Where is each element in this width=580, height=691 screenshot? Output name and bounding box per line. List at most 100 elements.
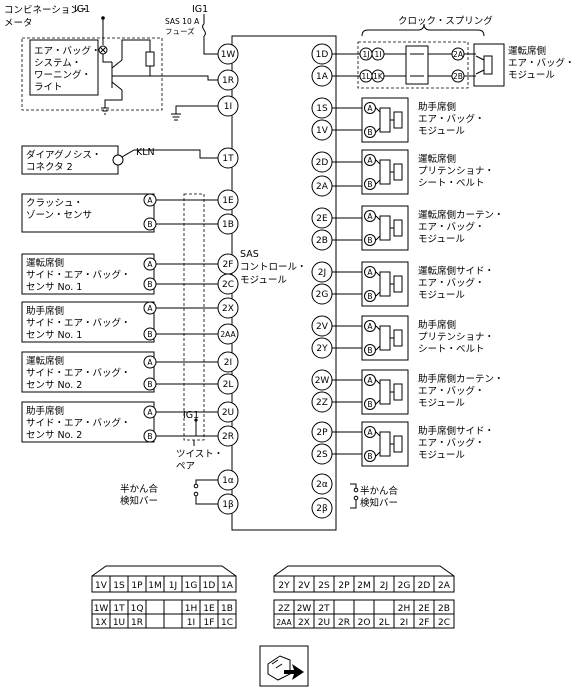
sensor-1-line-1: サイド・エア・バッグ・: [26, 269, 131, 281]
ecu-pin-10-label: 2I: [224, 358, 232, 368]
sensor-0-pin-1: B: [147, 220, 152, 229]
ecu-label-1: SAS: [240, 249, 259, 260]
clock-pin-0: 1J: [363, 50, 370, 59]
conn1-r1-6: 1D: [203, 581, 216, 591]
module-5-pin-a: A: [367, 322, 373, 331]
half-fit-right-label-1: 半かん合: [360, 485, 399, 497]
module-3-line-1: エア・バッグ・: [418, 221, 485, 233]
module-3-line-0: 運転席側カーテン・: [418, 209, 504, 221]
module-2-line-2: シート・ベルト: [418, 178, 485, 189]
clock-pin-5: 2B: [453, 72, 463, 81]
conn2-r3-0: 2AA: [276, 618, 292, 627]
clock-spring-coil: [405, 45, 429, 85]
ecu-pin-r13-label: 2Z: [316, 398, 328, 408]
ecu-label-2: コントロール・: [240, 262, 307, 273]
clock-pin-3: 1K: [373, 72, 384, 81]
sensor-4-line-0: 助手席側: [26, 405, 64, 417]
sensor-3-pin-0: A: [147, 358, 153, 367]
conn2-r2-3: 2H: [398, 604, 411, 614]
conn1-r1-2: 1P: [131, 581, 143, 591]
conn2-r3-1: 2X: [298, 618, 310, 628]
conn2-r1-0: 2Y: [278, 581, 290, 591]
resistor-icon: [145, 51, 155, 67]
sensor-2-line-1: サイド・エア・バッグ・: [26, 317, 131, 329]
module-2-line-1: プリテンショナ・: [418, 166, 494, 177]
lamp-line-2: システム・: [34, 58, 81, 69]
lamp-line-3: ワーニング・: [34, 69, 91, 81]
conn2-r3-5: 2L: [379, 618, 390, 628]
module-7-line-2: モジュール: [418, 450, 465, 461]
half-fit-right: 半かん合 検知バー: [350, 483, 399, 509]
conn1-r2-3: 1H: [185, 604, 198, 614]
sensor-0-pin-0: A: [147, 196, 153, 205]
ecu-pin-r10-label: 2V: [316, 322, 329, 332]
conn1-r3-1: 1U: [113, 618, 125, 628]
clock-pin-4: 2A: [453, 50, 464, 59]
conn1-r2-0: 1W: [94, 604, 109, 614]
module-0-line-2: モジュール: [508, 70, 555, 81]
clock-spring-outline: [357, 41, 469, 89]
conn2-r1-7: 2D: [418, 581, 431, 591]
conn2-r1-3: 2P: [338, 581, 350, 591]
fuse-icon: [202, 23, 206, 37]
module-7-pin-b: B: [367, 452, 372, 461]
diagnosis-connector-2: ダイアグノシス・ コネクタ 2 KLN: [21, 145, 218, 175]
sensor-3: 運転席側サイド・エア・バッグ・センサ No. 2AB: [21, 351, 218, 393]
sensor-0-line-1: ゾーン・センサ: [26, 210, 92, 221]
sensor-1-pin-0: A: [147, 260, 153, 269]
meter-outline: [21, 37, 163, 111]
module-0-line-1: エア・バッグ・: [508, 57, 575, 69]
conn1-r1-3: 1M: [148, 581, 162, 591]
sensor-2-pin-0: A: [147, 304, 153, 313]
module-1-pin-a: A: [367, 104, 373, 113]
sensor-4-line-2: センサ No. 2: [26, 430, 82, 441]
ecu-pin-0: [217, 43, 239, 65]
ecu-pin-r7-label: 2B: [316, 236, 328, 246]
conn2-r2-1: 2W: [297, 604, 312, 614]
ground-icon: [171, 113, 181, 121]
ecu-pin-r4-label: 2D: [316, 158, 329, 168]
conn1-r2-4: 1E: [203, 604, 215, 614]
diag-label-1: ダイアグノシス・: [26, 149, 101, 161]
module-5-line-2: シート・ベルト: [418, 344, 485, 355]
conn2-r1-1: 2V: [298, 581, 311, 591]
sensor-3-line-2: センサ No. 2: [26, 380, 82, 391]
conn1-r3-3: 1I: [187, 618, 195, 628]
conn2-r1-4: 2M: [357, 581, 371, 591]
twist-pair-label-2: ペア: [176, 461, 195, 472]
ecu-pin-11-label: 2L: [223, 380, 234, 390]
clock-spring-label: クロック・スプリング: [398, 15, 493, 27]
module-6-pin-b: B: [367, 400, 372, 409]
ecu-pin-9-label: 2AA: [220, 330, 236, 339]
sensor-1-pin-1: B: [147, 280, 152, 289]
ecu-pin-r5-label: 2A: [316, 182, 329, 192]
ecu-pin-r16: [311, 473, 333, 495]
module-5-line-1: プリテンショナ・: [418, 332, 494, 343]
clock-pin-1: 1I: [375, 50, 382, 59]
ecu-pin-13-label: 2R: [222, 432, 234, 442]
ecu-label-3: モジュール: [240, 275, 287, 286]
module-4-line-2: モジュール: [418, 290, 465, 301]
conn1-r3-0: 1X: [95, 618, 107, 628]
module-6-pin-a: A: [367, 376, 373, 385]
sensor-3-line-0: 運転席側: [26, 355, 64, 367]
module-4-pin-b: B: [367, 292, 372, 301]
ecu-pin-r17-label: 2β: [316, 504, 328, 514]
sensor-3-line-1: サイド・エア・バッグ・: [26, 367, 131, 379]
module-3-line-2: モジュール: [418, 234, 465, 245]
twist-pair-outline: [183, 193, 205, 441]
sas-fuse: IG1 SAS 10 A フューズ: [165, 4, 218, 55]
conn1-r2-2: 1Q: [131, 604, 144, 614]
ecu-pin-r2-label: 1S: [316, 104, 328, 114]
meter-title-2: メータ: [4, 18, 33, 29]
conn2-r1-5: 2J: [380, 581, 388, 591]
ecu-pin-r9-label: 2G: [316, 290, 329, 300]
conn2-r1-2: 2S: [318, 581, 330, 591]
sensor-4-pin-1: B: [147, 432, 152, 441]
diag-label-2: コネクタ 2: [26, 162, 73, 173]
